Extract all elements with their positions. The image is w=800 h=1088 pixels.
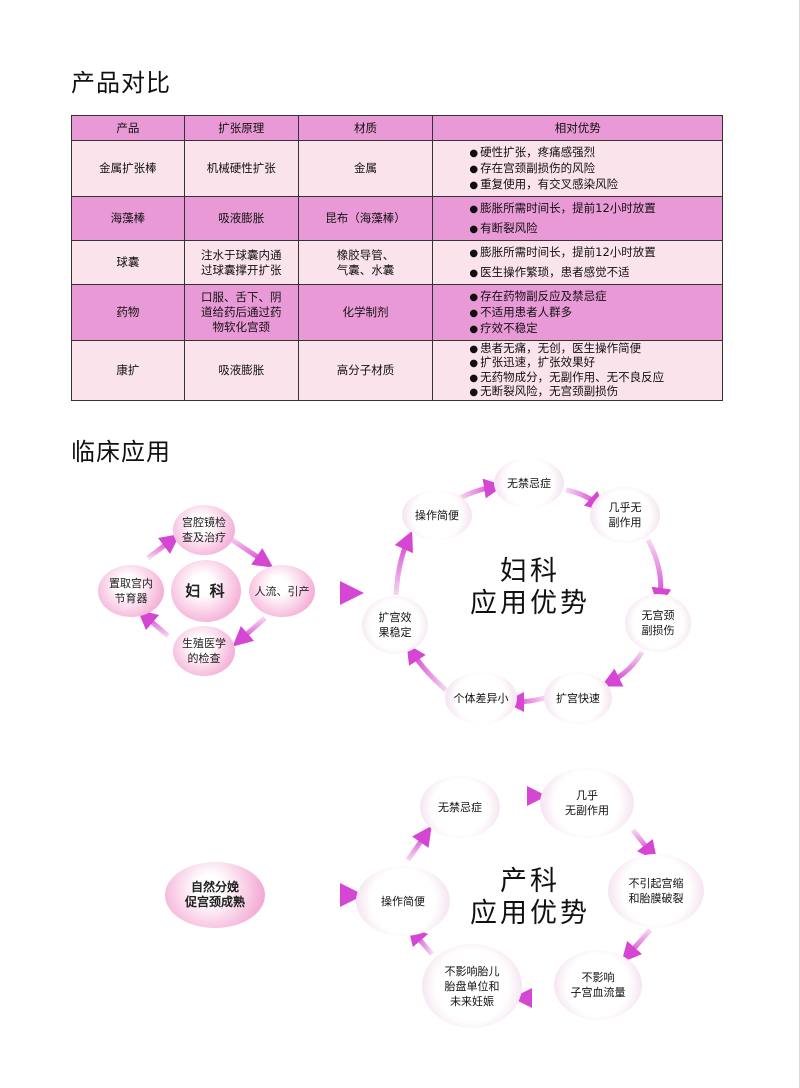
cell-principle: 吸液膨胀 bbox=[183, 196, 299, 241]
obs-ring-bottom-right: 不影响子宫血流量 bbox=[554, 950, 642, 1020]
cell-principle: 吸液膨胀 bbox=[183, 340, 299, 401]
arrow-8 bbox=[601, 650, 645, 687]
cell-material: 金属 bbox=[297, 140, 434, 197]
table-row: 海藻棒 吸液膨胀 昆布（海藻棒） 膨胀所需时间长，提前12小时放置 有断裂风险 bbox=[71, 196, 723, 241]
gyn-ring-left: 扩宫效果稳定 bbox=[362, 596, 428, 654]
cell-product: 金属扩张棒 bbox=[71, 140, 185, 197]
comparison-table: 产品 扩张原理 材质 相对优势 金属扩张棒 机械硬性扩张 金属 硬性扩张，疼痛感… bbox=[71, 115, 723, 401]
gyn-ring-top-right: 几乎无副作用 bbox=[590, 487, 660, 543]
arrow-1 bbox=[226, 534, 274, 568]
cell-principle: 口服、舌下、阴道给药后通过药物软化宫颈 bbox=[183, 284, 299, 341]
cell-advantages: 存在药物副反应及禁忌症 不适用患者人群多 疗效不稳定 bbox=[432, 284, 723, 341]
obs-advantage-title: 产科应用优势 bbox=[470, 866, 590, 929]
gyn-node-top: 宫腔镜检查及治疗 bbox=[173, 505, 235, 555]
header-material: 材质 bbox=[297, 115, 434, 141]
cell-material: 橡胶导管、气囊、水囊 bbox=[297, 240, 434, 285]
arrow-16 bbox=[407, 925, 434, 956]
arrow-17 bbox=[405, 825, 432, 862]
obs-ring-top-left: 无禁忌症 bbox=[420, 776, 500, 838]
obs-ring-left: 操作简便 bbox=[356, 866, 450, 936]
arrow-7 bbox=[645, 538, 672, 608]
table-header-row: 产品 扩张原理 材质 相对优势 bbox=[71, 115, 723, 141]
cell-principle: 机械硬性扩张 bbox=[183, 140, 299, 197]
section-title-clinical: 临床应用 bbox=[71, 438, 171, 466]
gyn-node-right: 人流、引产 bbox=[249, 565, 315, 617]
gyn-ring-bottom-left: 个体差异小 bbox=[445, 672, 517, 724]
arrow-2 bbox=[232, 616, 267, 647]
cell-product: 药物 bbox=[71, 284, 185, 341]
gyn-ring-right: 无宫颈副损伤 bbox=[625, 594, 691, 652]
gyn-ring-top-left: 操作简便 bbox=[402, 490, 472, 540]
obs-ring-right: 不引起宫缩和胎膜破裂 bbox=[608, 854, 704, 928]
gyn-ring-top: 无禁忌症 bbox=[494, 458, 564, 508]
header-advantage: 相对优势 bbox=[432, 115, 723, 141]
obs-left-node: 自然分娩促宫颈成熟 bbox=[165, 862, 265, 928]
cell-product: 球囊 bbox=[71, 240, 185, 285]
arrow-4 bbox=[146, 534, 180, 560]
arrow-11 bbox=[393, 530, 413, 596]
cell-advantages: 患者无痛，无创，医生操作简便 扩张迅速，扩张效果好 无药物成分，无副作用、无不良… bbox=[432, 340, 723, 401]
gyn-advantage-title: 妇科应用优势 bbox=[470, 556, 590, 619]
header-product: 产品 bbox=[71, 115, 185, 141]
arrow-14 bbox=[621, 928, 652, 963]
arrow-5 bbox=[458, 478, 504, 501]
arrow-3 bbox=[137, 609, 170, 638]
obs-ring-top-right: 几乎无副作用 bbox=[540, 768, 634, 838]
arrow-13 bbox=[631, 828, 658, 861]
cell-advantages: 膨胀所需时间长，提前12小时放置 医生操作繁琐，患者感觉不适 bbox=[432, 240, 723, 285]
table-row: 金属扩张棒 机械硬性扩张 金属 硬性扩张，疼痛感强烈 存在宫颈副损伤的风险 重复… bbox=[71, 140, 723, 197]
table-row: 康扩 吸液膨胀 高分子材质 患者无痛，无创，医生操作简便 扩张迅速，扩张效果好 … bbox=[71, 340, 723, 401]
gyn-node-left: 置取宫内节育器 bbox=[98, 565, 164, 617]
gyn-center-node: 妇 科 bbox=[171, 560, 241, 622]
obs-ring-bottom-left: 不影响胎儿胎盘单位和未来妊娠 bbox=[422, 944, 522, 1028]
cell-product: 康扩 bbox=[71, 340, 185, 401]
arrow-9 bbox=[504, 691, 546, 712]
cell-material: 昆布（海藻棒） bbox=[297, 196, 434, 241]
arrow-10 bbox=[406, 643, 448, 692]
cell-material: 高分子材质 bbox=[297, 340, 434, 401]
header-principle: 扩张原理 bbox=[183, 115, 299, 141]
gyn-ring-bottom-right: 扩宫快速 bbox=[544, 672, 612, 724]
cell-product: 海藻棒 bbox=[71, 196, 185, 241]
cell-material: 化学制剂 bbox=[297, 284, 434, 341]
gyn-node-bottom: 生殖医学的检查 bbox=[173, 626, 235, 676]
section-title-comparison: 产品对比 bbox=[71, 69, 171, 97]
